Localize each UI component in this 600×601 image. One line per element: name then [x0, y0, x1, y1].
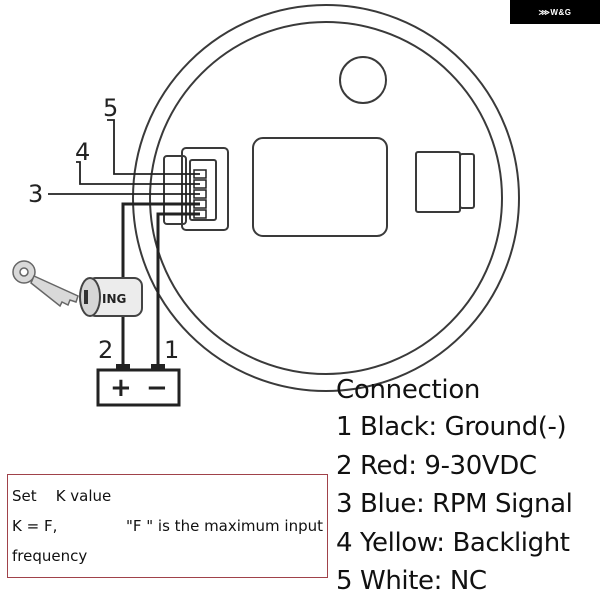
connection-item-1: 1 Black: Ground(-) — [336, 412, 567, 442]
wire-label-1: 1 — [164, 336, 179, 364]
ignition-switch: ING — [79, 277, 143, 317]
brand-logo: ⋙ W&G — [510, 0, 600, 24]
wire-label-5: 5 — [103, 94, 118, 122]
gauge-right-bracket — [415, 151, 461, 213]
connection-title: Connection — [336, 375, 481, 405]
gauge-mount-hole — [339, 56, 387, 104]
gauge-right-bracket-tab — [459, 153, 475, 209]
gauge-back — [132, 4, 520, 392]
brand-logo-text: ⋙ — [538, 7, 551, 17]
battery: + − — [96, 364, 181, 407]
connection-item-5: 5 White: NC — [336, 566, 487, 596]
wire-number-labels: 5 4 3 2 1 — [28, 94, 179, 364]
k-value-line-2-right: "F " is the maximum input — [125, 517, 323, 535]
wire-label-4: 4 — [75, 138, 90, 166]
wire-5 — [107, 119, 200, 175]
gauge-outer-ring — [132, 4, 520, 392]
k-value-line-1: Set K value — [12, 487, 112, 505]
ignition-key-icon — [12, 260, 79, 308]
connection-item-4: 4 Yellow: Backlight — [336, 527, 570, 558]
k-value-line-2: K = F, "F " is the maximum input — [12, 511, 323, 541]
battery-plus-label: + — [110, 373, 132, 403]
gauge-left-bracket — [163, 155, 187, 225]
wire-label-3: 3 — [28, 180, 43, 208]
brand-label: W&G — [550, 7, 572, 17]
k-value-note: Set K value K = F, "F " is the maximum i… — [7, 474, 328, 578]
connection-item-2: 2 Red: 9-30VDC — [336, 450, 537, 481]
k-value-line-2-left: K = F, — [12, 517, 58, 535]
wire-4 — [76, 161, 200, 185]
k-value-line-3: frequency — [12, 547, 88, 565]
connector-housing — [181, 147, 229, 231]
gauge-inner-ring — [149, 21, 503, 375]
connection-legend: Connection 1 Black: Ground(-) 2 Red: 9-3… — [336, 372, 598, 601]
ignition-label: ING — [102, 292, 126, 306]
connector-socket — [189, 159, 217, 221]
connection-item-3: 3 Blue: RPM Signal — [336, 489, 573, 519]
wire-1 — [156, 212, 200, 366]
gauge-center-label-area — [252, 137, 388, 237]
battery-minus-label: − — [146, 373, 168, 403]
wire-label-2: 2 — [98, 336, 113, 364]
